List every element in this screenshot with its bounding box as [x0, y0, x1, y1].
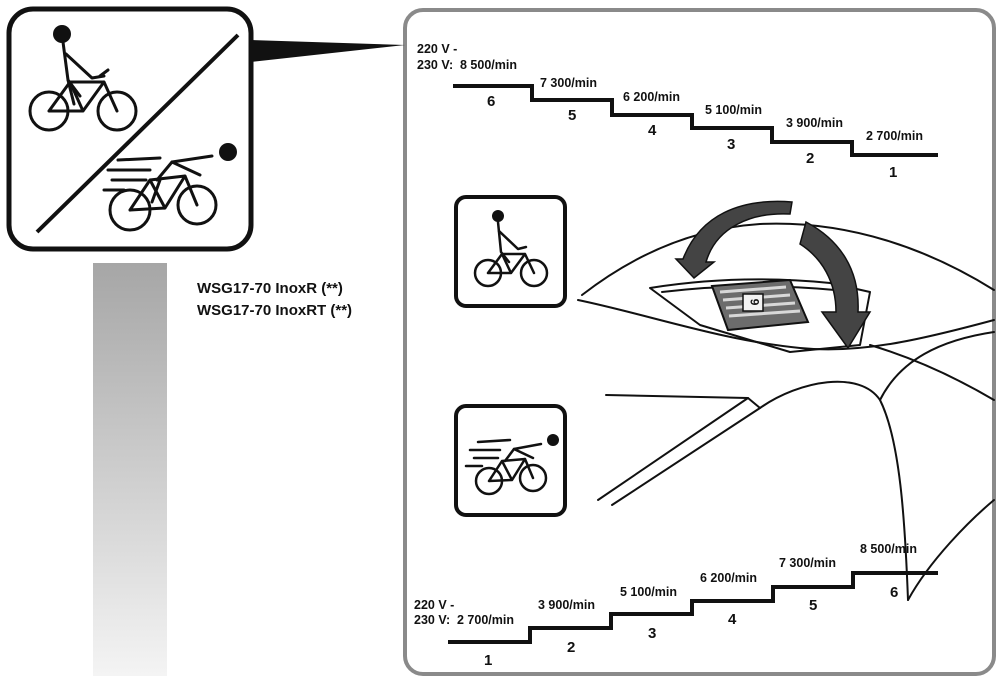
- top-speed-label: 7 300/min: [540, 76, 597, 90]
- bottom-step-number: 6: [890, 584, 898, 601]
- top-speed-label: 3 900/min: [786, 116, 843, 130]
- bottom-voltage-line2: 230 V:: [414, 613, 450, 627]
- bottom-step-number: 5: [809, 597, 817, 614]
- slow-fast-cyclist-icon: [6, 6, 254, 252]
- bottom-speed-label: 5 100/min: [620, 585, 677, 599]
- bottom-speed-label: 7 300/min: [779, 556, 836, 570]
- bottom-staircase: 220 V - 230 V: 2 700/min 3 900/min 5 100…: [414, 542, 938, 669]
- top-step-number: 4: [648, 122, 657, 139]
- bottom-step-number: 3: [648, 625, 656, 642]
- bottom-step-number: 4: [728, 611, 737, 628]
- top-voltage-line2: 230 V:: [417, 58, 453, 72]
- top-step-number: 1: [889, 164, 897, 181]
- top-speed-label: 5 100/min: [705, 103, 762, 117]
- bottom-speed-label: 8 500/min: [860, 542, 917, 556]
- gradient-band: [93, 263, 167, 676]
- callout-pointer: [251, 40, 405, 62]
- model-name: WSG17-70 InoxRT (**): [197, 302, 353, 319]
- dial-value: 6: [748, 298, 762, 305]
- bottom-speed-label: 2 700/min: [457, 613, 514, 627]
- slow-cyclist-icon: [454, 195, 567, 308]
- top-speed-label: 6 200/min: [623, 90, 680, 104]
- top-voltage-line1: 220 V -: [417, 42, 457, 56]
- fast-cyclist-icon: [454, 404, 567, 517]
- curved-arrow-icon: [674, 200, 872, 350]
- bottom-step-number: 2: [567, 639, 575, 656]
- speed-dial[interactable]: 6: [710, 278, 810, 332]
- top-staircase: 220 V - 230 V: 8 500/min 7 300/min 6 200…: [417, 42, 938, 181]
- top-speed-label: 2 700/min: [866, 129, 923, 143]
- bottom-voltage-line1: 220 V -: [414, 598, 454, 612]
- tool-housing: [577, 222, 995, 601]
- model-name: WSG17-70 InoxR (**): [197, 280, 343, 297]
- top-step-number: 5: [568, 107, 576, 124]
- bottom-speed-label: 6 200/min: [700, 571, 757, 585]
- bottom-speed-label: 3 900/min: [538, 598, 595, 612]
- bottom-step-number: 1: [484, 652, 492, 669]
- top-step-number: 6: [487, 93, 495, 110]
- top-speed-label: 8 500/min: [460, 58, 517, 72]
- top-step-number: 3: [727, 136, 735, 153]
- top-step-number: 2: [806, 150, 814, 167]
